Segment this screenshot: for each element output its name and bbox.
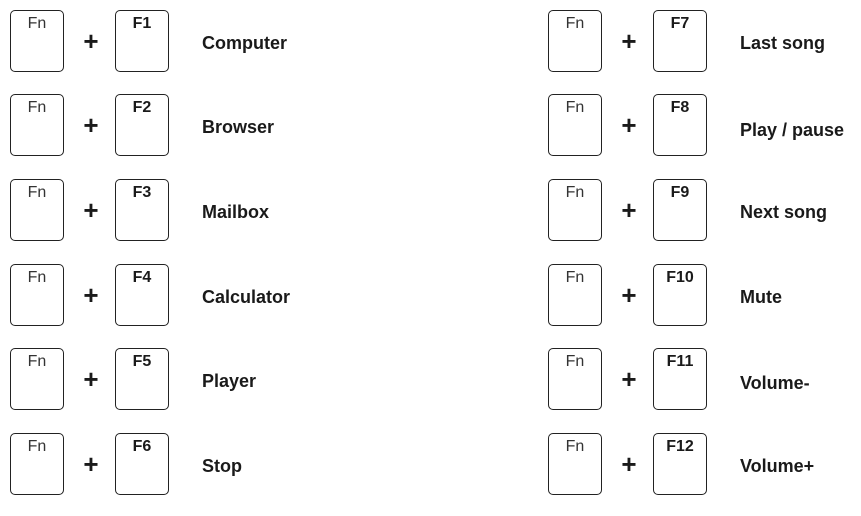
f4-key-label: F4 xyxy=(132,269,152,286)
f2-key: F2 xyxy=(115,94,169,156)
fn-key: Fn xyxy=(548,94,602,156)
fn-key: Fn xyxy=(548,179,602,241)
fn-key: Fn xyxy=(10,10,64,72)
plus-sign: + xyxy=(621,449,637,479)
shortcut-row-f11: Fn + F11 Volume- xyxy=(548,348,861,414)
fn-key-label: Fn xyxy=(565,353,585,370)
shortcut-action-label: Player xyxy=(202,371,257,391)
shortcut-action-label: Next song xyxy=(740,202,828,222)
fn-key-label: Fn xyxy=(27,353,47,370)
f3-key: F3 xyxy=(115,179,169,241)
plus-sign: + xyxy=(83,110,99,140)
shortcut-action-label: Volume- xyxy=(740,373,810,393)
f11-key-label: F11 xyxy=(666,353,694,370)
fn-key-label: Fn xyxy=(27,99,47,116)
shortcut-row-f9: Fn + F9 Next song xyxy=(548,179,861,245)
fn-key-label: Fn xyxy=(565,269,585,286)
f3-key-label: F3 xyxy=(132,184,152,201)
f5-key: F5 xyxy=(115,348,169,410)
f4-key: F4 xyxy=(115,264,169,326)
f11-key: F11 xyxy=(653,348,707,410)
fn-key-label: Fn xyxy=(565,438,585,455)
plus-sign: + xyxy=(621,26,637,56)
f10-key: F10 xyxy=(653,264,707,326)
fn-key-label: Fn xyxy=(27,15,47,32)
plus-sign: + xyxy=(621,364,637,394)
plus-sign: + xyxy=(621,280,637,310)
fn-key-label: Fn xyxy=(27,438,47,455)
shortcut-row-f1: Fn + F1 Computer xyxy=(10,10,330,76)
f6-key-label: F6 xyxy=(132,438,152,455)
shortcut-row-f2: Fn + F2 Browser xyxy=(10,94,330,160)
shortcut-row-f3: Fn + F3 Mailbox xyxy=(10,179,330,245)
fn-key-label: Fn xyxy=(27,269,47,286)
fn-key: Fn xyxy=(10,433,64,495)
f12-key-label: F12 xyxy=(666,438,694,455)
shortcut-row-f10: Fn + F10 Mute xyxy=(548,264,861,330)
f8-key: F8 xyxy=(653,94,707,156)
shortcut-row-f4: Fn + F4 Calculator xyxy=(10,264,330,330)
shortcut-row-f12: Fn + F12 Volume+ xyxy=(548,433,861,499)
f9-key: F9 xyxy=(653,179,707,241)
plus-sign: + xyxy=(83,280,99,310)
shortcut-row-f8: Fn + F8 Play / pause xyxy=(548,94,861,160)
f12-key: F12 xyxy=(653,433,707,495)
fn-key: Fn xyxy=(10,264,64,326)
shortcut-action-label: Mute xyxy=(740,287,782,307)
f7-key-label: F7 xyxy=(670,15,690,32)
fn-key: Fn xyxy=(548,264,602,326)
shortcut-row-f6: Fn + F6 Stop xyxy=(10,433,330,499)
f6-key: F6 xyxy=(115,433,169,495)
shortcut-row-f5: Fn + F5 Player xyxy=(10,348,330,414)
shortcut-action-label: Calculator xyxy=(202,287,291,307)
f9-key-label: F9 xyxy=(670,184,690,201)
fn-key: Fn xyxy=(548,10,602,72)
fn-key-label: Fn xyxy=(565,184,585,201)
f1-key: F1 xyxy=(115,10,169,72)
f2-key-label: F2 xyxy=(132,99,152,116)
f7-key: F7 xyxy=(653,10,707,72)
shortcut-action-label: Mailbox xyxy=(202,202,270,222)
shortcut-action-label: Computer xyxy=(202,33,287,53)
fn-key-label: Fn xyxy=(27,184,47,201)
plus-sign: + xyxy=(621,195,637,225)
shortcut-action-label: Last song xyxy=(740,33,826,53)
fn-key: Fn xyxy=(548,348,602,410)
plus-sign: + xyxy=(83,364,99,394)
fn-key: Fn xyxy=(548,433,602,495)
fn-key-label: Fn xyxy=(565,99,585,116)
f1-key-label: F1 xyxy=(132,15,152,32)
shortcut-action-label: Browser xyxy=(202,117,275,137)
f10-key-label: F10 xyxy=(666,269,694,286)
plus-sign: + xyxy=(83,449,99,479)
fn-key: Fn xyxy=(10,348,64,410)
plus-sign: + xyxy=(621,110,637,140)
fn-key: Fn xyxy=(10,94,64,156)
fn-key: Fn xyxy=(10,179,64,241)
shortcut-action-label: Play / pause xyxy=(740,120,845,140)
shortcut-action-label: Stop xyxy=(202,456,242,476)
shortcut-row-f7: Fn + F7 Last song xyxy=(548,10,861,76)
f8-key-label: F8 xyxy=(670,99,690,116)
shortcut-action-label: Volume+ xyxy=(740,456,815,476)
fn-key-label: Fn xyxy=(565,15,585,32)
plus-sign: + xyxy=(83,195,99,225)
plus-sign: + xyxy=(83,26,99,56)
f5-key-label: F5 xyxy=(132,353,152,370)
